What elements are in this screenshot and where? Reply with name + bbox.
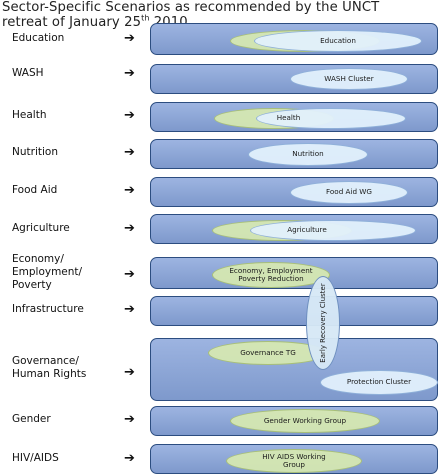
arrow-icon: ➔	[124, 365, 135, 380]
education-group-ellipse: Education	[254, 30, 422, 52]
arrow-icon: ➔	[124, 145, 135, 160]
sector-label-food-aid: Food Aid	[12, 184, 58, 196]
title-line-1: Sector-Specific Scenarios as recommended…	[2, 0, 380, 15]
early-recovery-cluster-ellipse: Early Recovery Cluster	[306, 276, 340, 370]
food-aid-wg-ellipse: Food Aid WG	[290, 181, 408, 204]
food-aid-wg-label: Food Aid WG	[326, 187, 372, 197]
arrow-icon: ➔	[124, 108, 135, 123]
arrow-icon: ➔	[124, 66, 135, 81]
wash-cluster-ellipse: WASH Cluster	[290, 68, 408, 90]
agriculture-group-ellipse: Agriculture	[250, 220, 416, 241]
agriculture-group-label: Agriculture	[287, 225, 327, 235]
arrow-icon: ➔	[124, 31, 135, 46]
sector-label-health: Health	[12, 109, 47, 121]
protection-cluster-label: Protection Cluster	[346, 377, 412, 387]
title-line-2: retreat of January 25	[2, 15, 142, 30]
economy-group-label: Economy, Employment Poverty Reduction	[229, 265, 313, 283]
sector-label-nutrition: Nutrition	[12, 146, 58, 158]
sector-label-hiv: HIV/AIDS	[12, 452, 59, 464]
sector-label-economy: Economy/Employment/Poverty	[12, 253, 83, 291]
sector-label-education: Education	[12, 32, 65, 44]
education-group-label: Education	[320, 35, 356, 45]
health-group-ellipse: Health	[256, 108, 406, 129]
hiv-aids-wg-ellipse: HIV AIDS Working Group	[226, 449, 362, 473]
gender-wg-label: Gender Working Group	[263, 415, 347, 425]
nutrition-group-label: Nutrition	[292, 149, 324, 159]
sector-label-agriculture: Agriculture	[12, 222, 70, 234]
nutrition-group-ellipse: Nutrition	[248, 143, 368, 166]
sector-label-wash: WASH	[12, 67, 44, 79]
governance-tg-label: Governance TG	[240, 347, 296, 357]
economy-group-ellipse: Economy, Employment Poverty Reduction	[212, 262, 330, 288]
hiv-aids-wg-label: HIV AIDS Working Group	[262, 451, 326, 469]
protection-cluster-ellipse: Protection Cluster	[320, 370, 438, 395]
title-superscript: th	[141, 13, 150, 23]
arrow-icon: ➔	[124, 267, 135, 282]
arrow-icon: ➔	[124, 221, 135, 236]
arrow-icon: ➔	[124, 302, 135, 317]
arrow-icon: ➔	[124, 451, 135, 466]
sector-bar-infrastructure	[150, 296, 438, 326]
health-group-label: Health	[276, 113, 301, 123]
wash-cluster-label: WASH Cluster	[324, 73, 374, 83]
early-recovery-cluster-label: Early Recovery Cluster	[319, 283, 327, 363]
gender-wg-ellipse: Gender Working Group	[230, 409, 380, 433]
arrow-icon: ➔	[124, 412, 135, 427]
sector-label-infrastructure: Infrastructure	[12, 303, 84, 315]
sector-label-gender: Gender	[12, 413, 51, 425]
arrow-icon: ➔	[124, 183, 135, 198]
sector-label-governance: Governance/Human Rights	[12, 355, 87, 380]
